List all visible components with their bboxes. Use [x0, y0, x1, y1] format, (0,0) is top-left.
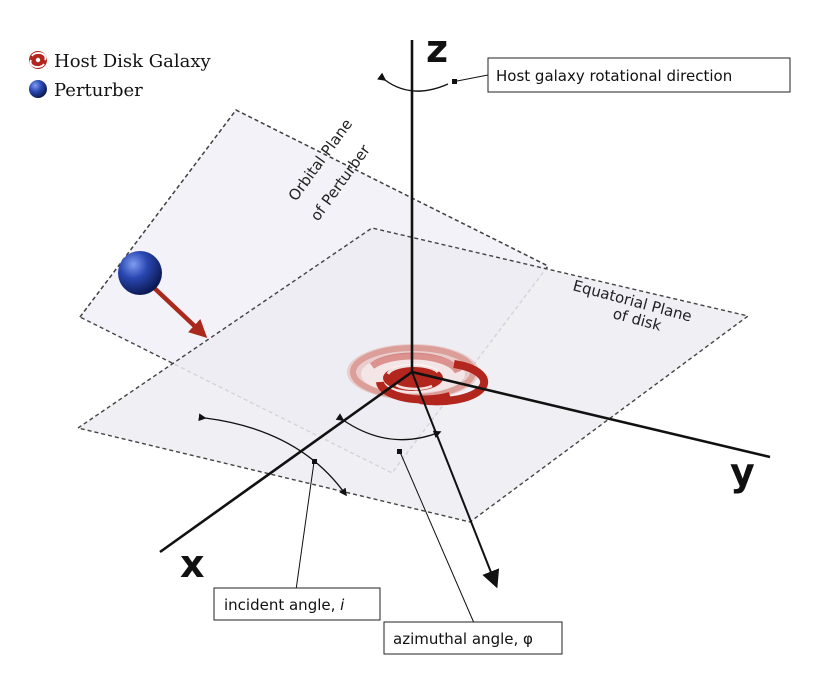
rotation-callout-box: [487, 57, 791, 93]
host-galaxy: [347, 344, 489, 406]
orbital-plane-edge: [79, 109, 549, 318]
legend-host-label: Host Disk Galaxy: [54, 51, 212, 72]
incident-callout-dot: [312, 459, 317, 464]
incident-angle-arc: [198, 413, 347, 497]
incident-callout-leader: [295, 461, 315, 591]
azimuthal-callout-dot: [397, 449, 402, 454]
azimuthal-callout-text: azimuthal angle, φ: [393, 630, 533, 648]
azimuthal-callout-box: [383, 621, 563, 655]
perturber-sphere: [118, 251, 162, 295]
azimuthal-callout-leader: [399, 451, 475, 624]
incident-callout-text: incident angle, i: [224, 596, 345, 614]
x-axis-label: x: [180, 542, 205, 586]
rotation-callout-leader: [451, 74, 489, 83]
rotation-callout-dot: [452, 79, 457, 84]
perturber-projection-arrow: [411, 371, 500, 589]
incident-label-prefix: incident angle,: [224, 596, 340, 614]
legend-perturber-label: Perturber: [54, 80, 143, 101]
azimuthal-symbol: φ: [523, 630, 533, 648]
azimuthal-angle-arc: [335, 413, 442, 441]
spiral-galaxy-icon: [29, 51, 47, 69]
z-axis-label: z: [426, 27, 448, 71]
legend: Host Disk Galaxy Perturber: [29, 51, 212, 101]
rotation-callout-text: Host galaxy rotational direction: [496, 67, 732, 85]
incident-symbol: i: [340, 596, 345, 614]
azimuthal-label-prefix: azimuthal angle,: [393, 630, 523, 648]
blue-sphere-icon: [29, 80, 47, 98]
y-axis: [411, 370, 771, 459]
perturber-velocity-arrow: [148, 282, 208, 338]
y-axis-label: y: [730, 450, 755, 494]
incident-callout-box: [213, 587, 381, 621]
rotation-arc: [377, 72, 449, 92]
